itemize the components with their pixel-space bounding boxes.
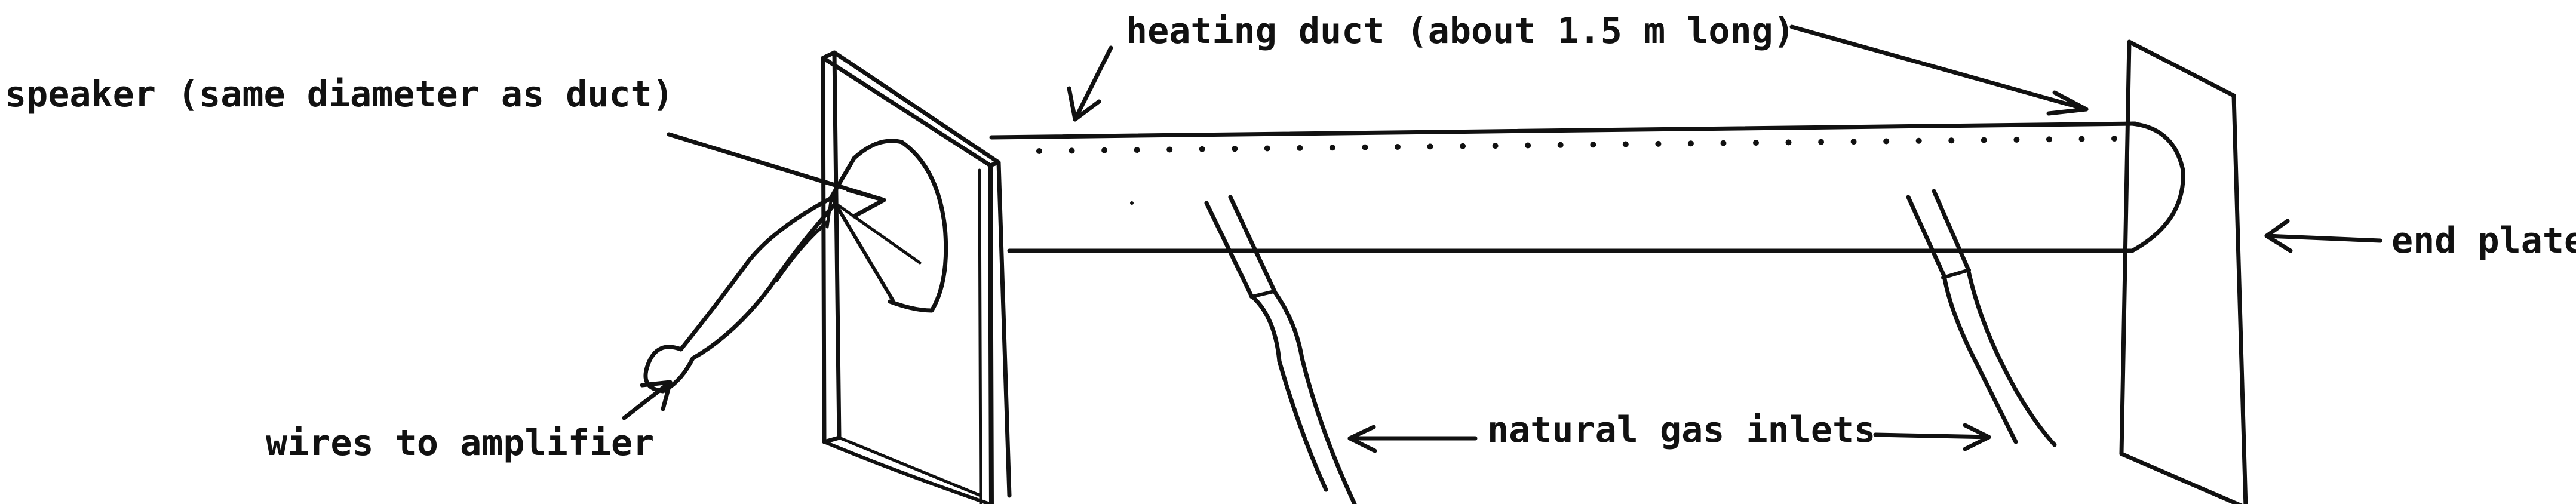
duct-hole <box>1492 143 1499 149</box>
duct-hole <box>1850 139 1857 145</box>
label-heating-duct: heating duct (about 1.5 m long) <box>1126 10 1795 52</box>
duct-hole <box>1199 146 1205 152</box>
arrow-wires <box>622 380 673 420</box>
duct-hole <box>1232 146 1238 152</box>
arrow-end-plate <box>2264 219 2382 253</box>
arrow-duct-left <box>1067 45 1113 122</box>
duct-hole <box>1785 139 1792 146</box>
duct-hole <box>1622 141 1629 147</box>
duct-perforation-row <box>1036 136 2117 154</box>
duct-hole <box>1753 140 1759 146</box>
label-end-plate: end plate <box>2391 220 2576 262</box>
duct-hole <box>1818 139 1825 145</box>
duct-hole <box>1166 146 1173 153</box>
arrow-speaker <box>667 132 886 219</box>
duct-hole <box>1720 140 1727 146</box>
duct-hole <box>2111 136 2117 142</box>
arrow-gas-right <box>1873 423 1991 451</box>
duct-hole <box>1134 147 1140 153</box>
duct-mark <box>1130 201 1134 205</box>
duct-hole <box>1948 137 1955 144</box>
label-speaker: speaker (same diameter as duct) <box>5 73 674 115</box>
heating-duct <box>989 121 2185 253</box>
duct-hole <box>1981 137 1987 143</box>
duct-hole <box>1687 140 1694 147</box>
duct-hole <box>1557 142 1564 148</box>
speaker-cone <box>825 139 948 313</box>
duct-hole <box>1525 142 1531 149</box>
end-plate <box>2119 39 2248 504</box>
duct-hole <box>1036 148 1042 154</box>
duct-hole <box>1655 140 1662 147</box>
gas-inlet-right <box>1906 189 2057 447</box>
duct-hole <box>1069 147 1075 154</box>
duct-hole <box>1395 144 1401 150</box>
duct-hole <box>1883 138 1890 145</box>
duct-hole <box>1590 142 1596 148</box>
arrow-gas-left <box>1347 425 1478 453</box>
duct-hole <box>1329 145 1335 151</box>
arrow-duct-right <box>1789 24 2089 116</box>
speaker-mount-plate <box>821 50 1012 504</box>
duct-hole <box>2078 136 2085 142</box>
duct-hole <box>1427 143 1433 150</box>
duct-hole <box>2013 136 2020 143</box>
gas-inlet-left <box>1204 195 1357 504</box>
duct-hole <box>1264 145 1270 152</box>
duct-hole <box>1460 143 1466 149</box>
duct-hole <box>1915 137 1922 144</box>
speaker-wires <box>643 195 836 394</box>
label-gas-inlets: natural gas inlets <box>1487 409 1875 451</box>
duct-hole <box>2046 136 2052 143</box>
duct-hole <box>1362 144 1368 150</box>
duct-hole <box>1101 147 1108 153</box>
label-wires: wires to amplifier <box>266 422 654 464</box>
duct-hole <box>1297 145 1303 151</box>
